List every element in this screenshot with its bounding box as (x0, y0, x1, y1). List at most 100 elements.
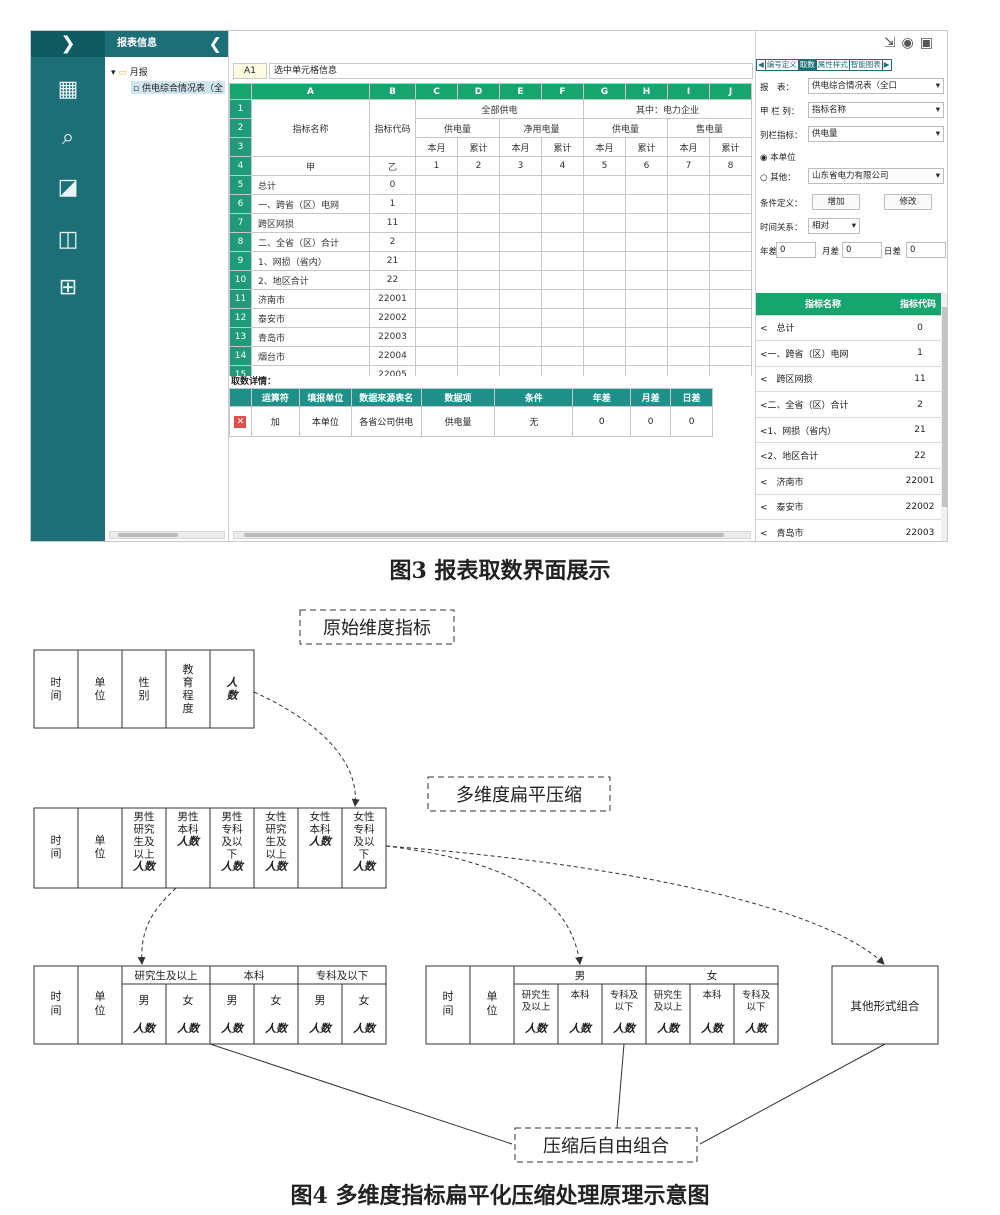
grid-cell[interactable] (457, 194, 500, 214)
grid-cell[interactable]: 22 (369, 270, 416, 290)
header-cumulative[interactable]: 累计 (625, 137, 668, 157)
org-select[interactable]: 山东省电力有限公司▾ (808, 168, 944, 184)
grid-cell[interactable] (583, 308, 626, 328)
grid-cell[interactable] (625, 270, 668, 290)
col-letter-I[interactable]: I (667, 83, 710, 100)
grid-cell[interactable] (625, 289, 668, 309)
grid-cell[interactable] (415, 327, 458, 347)
time-select[interactable]: 相对▾ (808, 218, 860, 234)
grid-cell[interactable] (457, 270, 500, 290)
save-icon[interactable]: ▣ (919, 35, 939, 51)
grid-cell[interactable] (583, 289, 626, 309)
grid-cell[interactable] (415, 213, 458, 233)
grid-cell[interactable] (457, 213, 500, 233)
cell-info-field[interactable]: 选中单元格信息 (269, 63, 753, 79)
grid-cell[interactable] (415, 232, 458, 252)
apps-icon[interactable]: ⊞ (58, 275, 78, 300)
index-code-cell[interactable]: 22 (890, 442, 946, 470)
grid-cell[interactable]: 7 (667, 156, 710, 176)
header-of-which[interactable]: 其中：电力企业 (583, 99, 752, 119)
grid-cell[interactable] (583, 327, 626, 347)
delete-icon[interactable]: ✕ (234, 415, 247, 428)
header-index-code[interactable]: 指标代码 (369, 99, 416, 157)
index-code-cell[interactable]: 22002 (890, 494, 946, 521)
grid-cell[interactable] (457, 308, 500, 328)
grid-cell[interactable] (709, 213, 752, 233)
grid-cell[interactable] (499, 289, 542, 309)
grid-cell[interactable] (541, 194, 584, 214)
grid-cell[interactable]: 11 (369, 213, 416, 233)
grid-cell[interactable] (457, 251, 500, 271)
grid-cell[interactable] (667, 175, 710, 195)
index-name-cell[interactable]: < 总计 (756, 315, 890, 342)
ydiff-input[interactable]: 0 (776, 242, 816, 258)
row-number[interactable]: 10 (229, 270, 252, 290)
grid-cell[interactable]: 泰安市 (251, 308, 370, 328)
grid-cell[interactable] (583, 213, 626, 233)
index-code-cell[interactable]: 0 (890, 315, 946, 342)
detail-cell[interactable]: 本单位 (298, 406, 352, 437)
grid-cell[interactable] (667, 232, 710, 252)
grid-cell[interactable]: 二、全省（区）合计 (251, 232, 370, 252)
tree-item-report[interactable]: ▫ 供电综合情况表（全 (131, 81, 225, 94)
grid-cell[interactable] (667, 346, 710, 366)
col-letter-E[interactable]: E (499, 83, 542, 100)
grid-cell[interactable] (457, 175, 500, 195)
corner-cell[interactable] (229, 83, 252, 100)
preview-icon[interactable]: ◉ (901, 35, 920, 51)
detail-cell[interactable]: 0 (670, 406, 714, 437)
grid-cell[interactable] (415, 270, 458, 290)
grid-cell[interactable] (541, 232, 584, 252)
grid-cell[interactable] (667, 308, 710, 328)
grid-cell[interactable]: 总计 (251, 175, 370, 195)
radio-self[interactable]: ◉ 本单位 (760, 153, 796, 163)
grid-cell[interactable] (457, 346, 500, 366)
header-index-name[interactable]: 指标名称 (251, 99, 370, 157)
grid-cell[interactable] (415, 251, 458, 271)
col-select[interactable]: 指标名称▾ (808, 102, 944, 118)
add-button[interactable]: 增加 (812, 194, 860, 210)
col-letter-A[interactable]: A (251, 83, 370, 100)
grid-cell[interactable] (499, 251, 542, 271)
grid-cell[interactable] (583, 346, 626, 366)
col-letter-F[interactable]: F (541, 83, 584, 100)
grid-cell[interactable] (667, 327, 710, 347)
grid-cell[interactable]: 一、跨省（区）电网 (251, 194, 370, 214)
grid-cell[interactable]: 6 (625, 156, 668, 176)
grid-cell[interactable] (499, 327, 542, 347)
grid-cell[interactable] (415, 308, 458, 328)
report-select[interactable]: 供电综合情况表（全口▾ (808, 78, 944, 94)
grid-cell[interactable] (625, 308, 668, 328)
grid-cell[interactable] (499, 175, 542, 195)
grid-cell[interactable] (583, 232, 626, 252)
grid-cell[interactable] (415, 346, 458, 366)
grid-cell[interactable] (625, 194, 668, 214)
grid-cell[interactable]: 5 (583, 156, 626, 176)
index-code-cell[interactable]: 22001 (890, 468, 946, 495)
grid-cell[interactable] (499, 308, 542, 328)
index-code-cell[interactable]: 21 (890, 417, 946, 444)
header-month[interactable]: 本月 (499, 137, 542, 157)
index-name-cell[interactable]: < 跨区网损 (756, 366, 890, 393)
grid-cell[interactable] (709, 175, 752, 195)
index-code-cell[interactable]: 22003 (890, 519, 946, 541)
detail-cell[interactable]: 加 (250, 406, 300, 437)
grid-cell[interactable] (457, 232, 500, 252)
grid-cell[interactable]: 济南市 (251, 289, 370, 309)
panel-tab[interactable]: 取数 (797, 59, 817, 71)
detail-cell[interactable]: 0 (630, 406, 672, 437)
grid-cell[interactable]: 青岛市 (251, 327, 370, 347)
grid-cell[interactable] (667, 289, 710, 309)
index-code-cell[interactable]: 2 (890, 391, 946, 418)
header-cumulative[interactable]: 累计 (541, 137, 584, 157)
grid-cell[interactable] (499, 270, 542, 290)
grid-cell[interactable]: 1 (369, 194, 416, 214)
grid-cell[interactable] (541, 308, 584, 328)
header-cumulative[interactable]: 累计 (457, 137, 500, 157)
grid-cell[interactable] (541, 251, 584, 271)
index-name-cell[interactable]: < 青岛市 (756, 519, 890, 541)
header-month[interactable]: 本月 (583, 137, 626, 157)
